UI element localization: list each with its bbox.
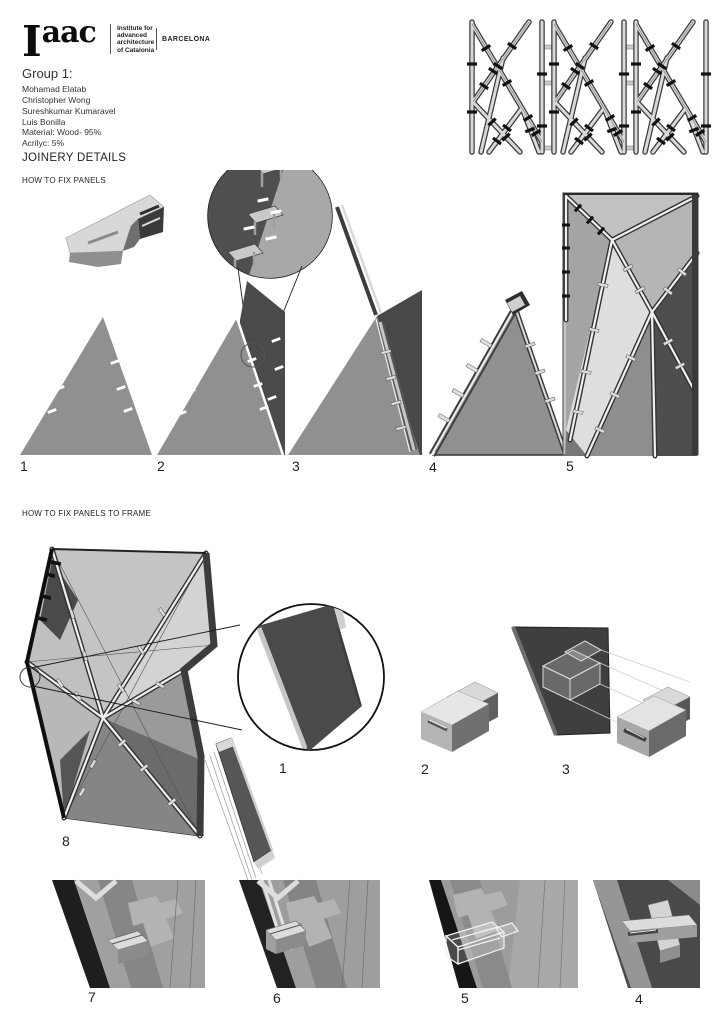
logo-divider	[110, 24, 111, 54]
figure-label: 2	[421, 761, 429, 777]
figure-label: 2	[157, 458, 165, 474]
frame-member-sliver	[204, 737, 275, 881]
section2-heading: HOW TO FIX PANELS TO FRAME	[22, 509, 151, 518]
iaac-logo: Iaac	[22, 15, 97, 63]
figure-label: 1	[279, 760, 287, 776]
figure-label: 6	[273, 990, 281, 1006]
fixing-detail-figure-5	[429, 879, 578, 989]
panel-edge-zoom-circle	[207, 170, 333, 351]
assembled-panel-figure	[19, 546, 243, 839]
figure-label: 3	[292, 458, 300, 474]
member-name: Sureshkumar Kumaravel	[22, 106, 116, 116]
panel-step-4-triangle	[428, 291, 568, 457]
member-name: Mohamad Elatab	[22, 84, 87, 94]
figure-label: 3	[562, 761, 570, 777]
figure-label: 7	[88, 989, 96, 1005]
logo-letters-aac: aac	[41, 15, 97, 50]
section1-heading: HOW TO FIX PANELS	[22, 176, 106, 185]
fix-panels-to-frame-diagram	[19, 546, 700, 989]
figure-label: 1	[20, 458, 28, 474]
figure-label: 4	[635, 991, 643, 1007]
figure-label: 8	[62, 833, 70, 849]
group-title: Group 1:	[22, 66, 73, 81]
fix-panels-diagram	[20, 170, 700, 459]
connector-block-figure-2	[420, 681, 499, 752]
figure-label: 4	[429, 459, 437, 475]
material-line: Material: Wood- 95%	[22, 127, 102, 137]
fixing-detail-figure-6	[239, 879, 380, 989]
panel-step-2-triangle	[157, 281, 285, 456]
institute-name: Institute for advanced architecture of C…	[117, 25, 155, 54]
corner-joint-block-figure	[65, 194, 165, 267]
logo-divider-2	[156, 28, 157, 50]
fixing-detail-figure-4	[593, 880, 700, 988]
logo-letter-i: I	[22, 17, 42, 66]
fixing-detail-figure-7	[52, 879, 205, 989]
panel-and-connector-figure-3	[511, 626, 691, 757]
panel-step-1-triangle	[20, 317, 152, 455]
edge-clip-brackets	[227, 170, 291, 273]
frame-edge-zoom-circle	[237, 603, 385, 751]
member-name: Christopher Wong	[22, 95, 91, 105]
member-name: Luis Bonilla	[22, 117, 66, 127]
wireframe-connector	[444, 921, 519, 966]
panel-step-5-assembly	[562, 192, 700, 459]
figure-label: 5	[461, 990, 469, 1006]
truss-elevation-diagram	[464, 14, 712, 160]
panel-step-3-triangle	[288, 204, 422, 455]
city-label: BARCELONA	[162, 36, 211, 43]
acrylic-line: Acrilyc: 5%	[22, 138, 65, 148]
figure-label: 5	[566, 458, 574, 474]
page-title: JOINERY DETAILS	[22, 152, 127, 164]
